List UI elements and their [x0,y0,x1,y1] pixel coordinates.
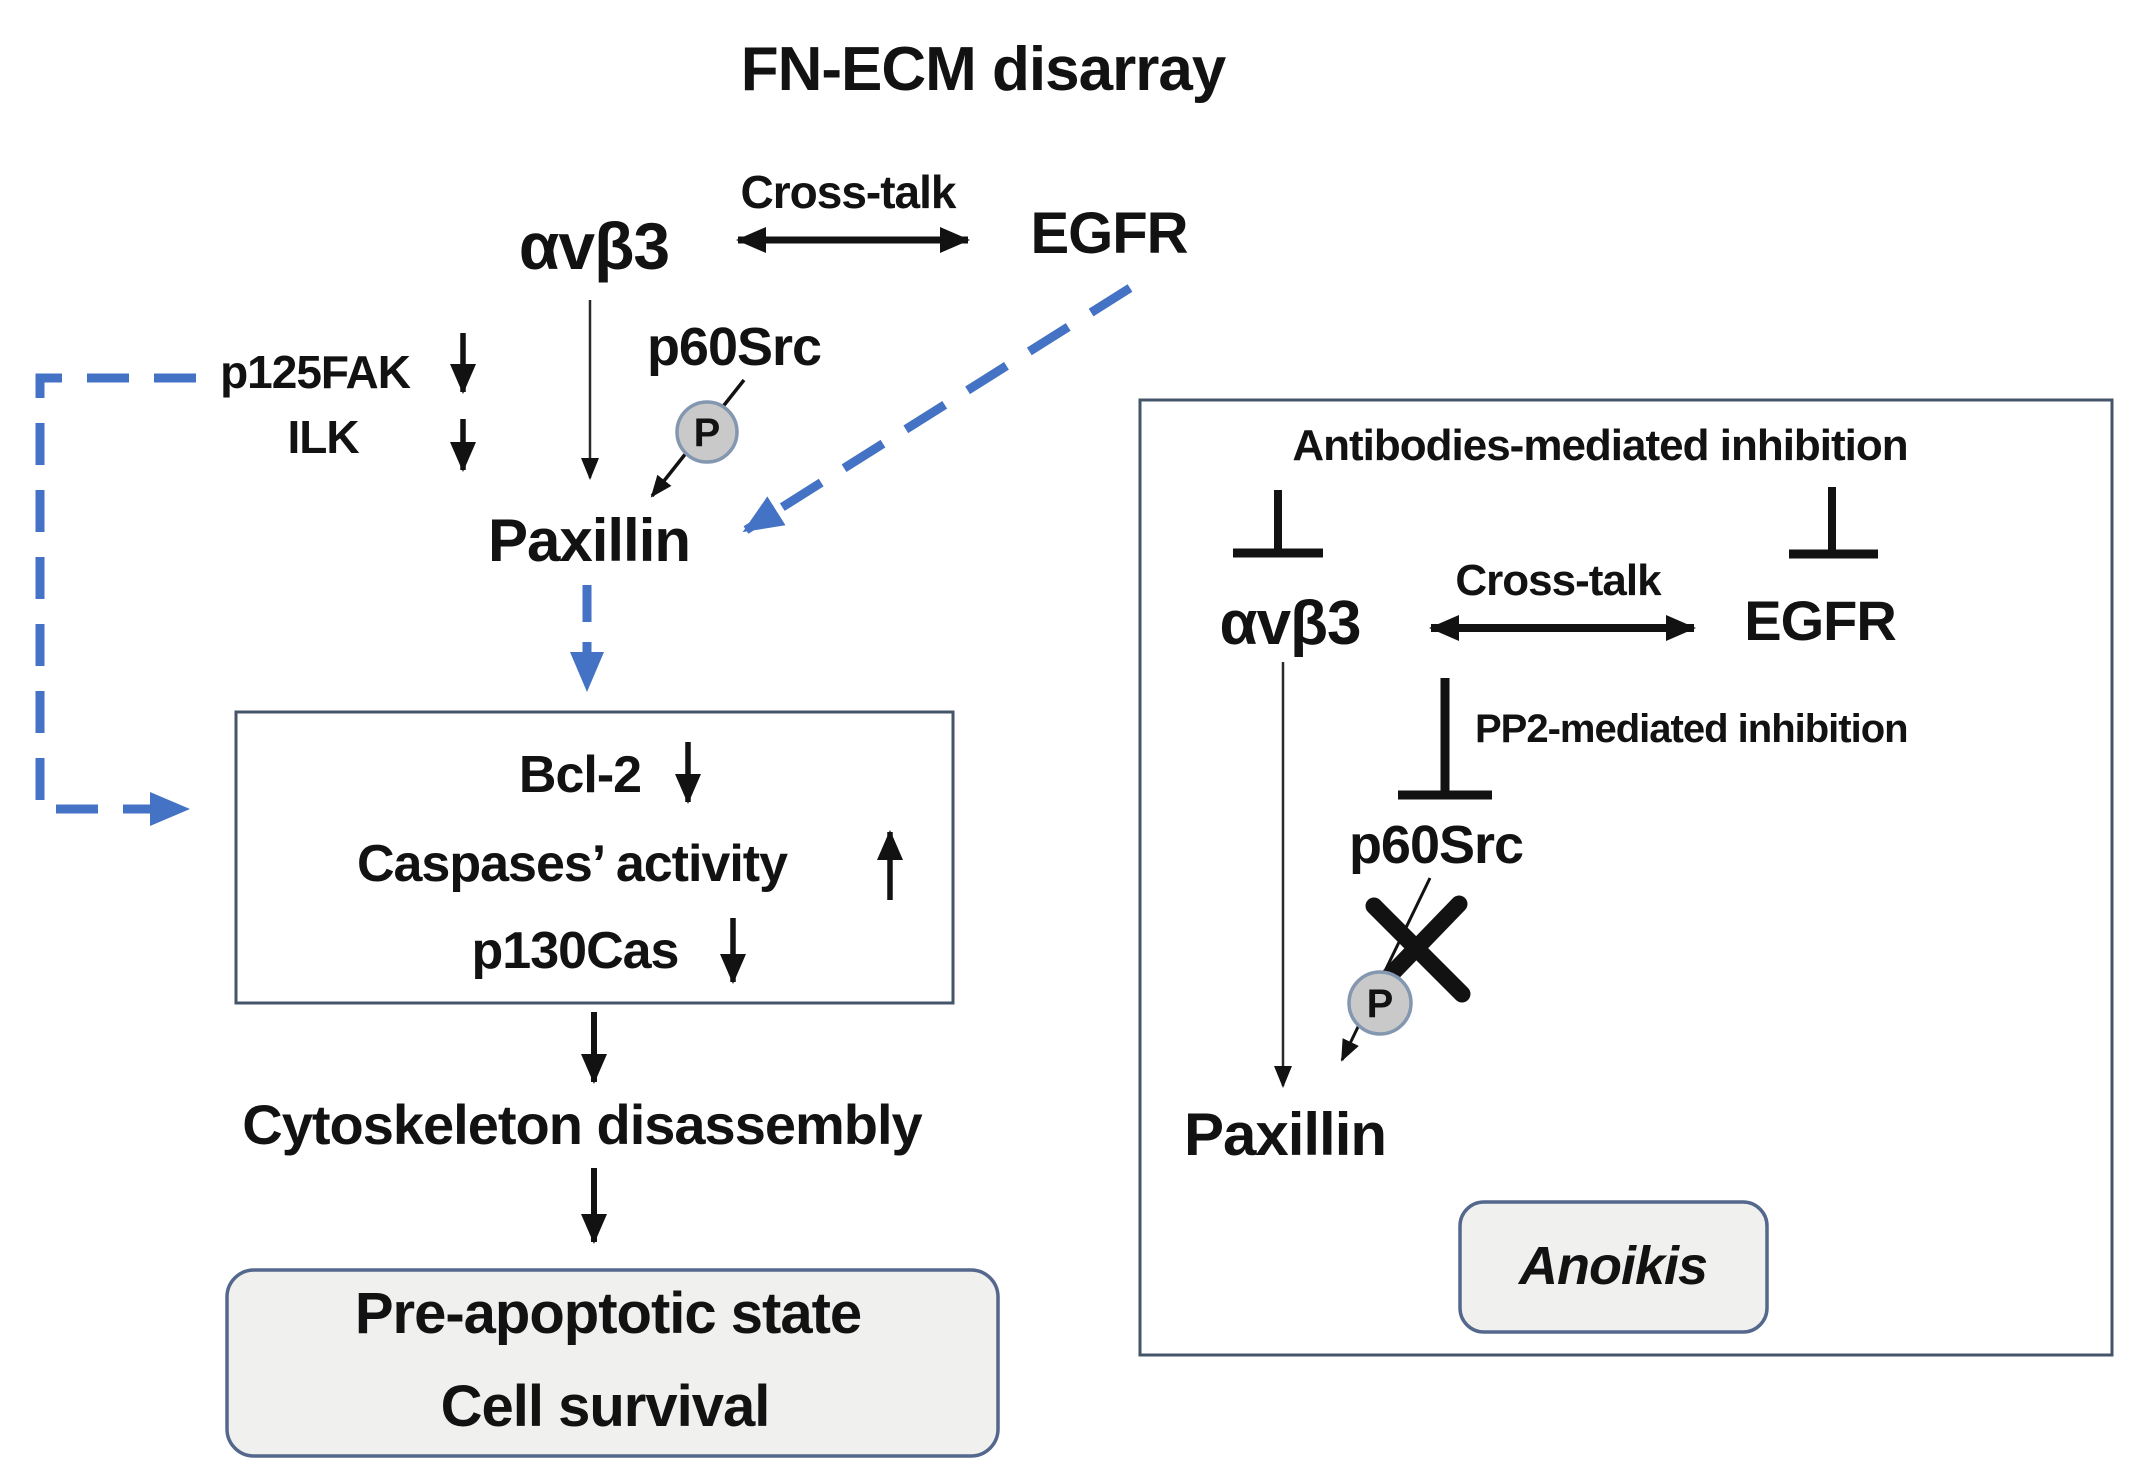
phospho-label-left: P [693,411,721,455]
crosstalk-label-right: Cross-talk [1455,556,1661,605]
right-panel-box [1138,398,2114,1357]
egfr-label-right: EGFR [1744,589,1897,652]
cytoskeleton-label: Cytoskeleton disassembly [242,1093,922,1156]
p125fak-loop-dashed-arrow [35,373,196,826]
cell-survival-label: Cell survival [440,1374,771,1439]
pre-apoptotic-state-label: Pre-apoptotic state [354,1281,862,1346]
phospho-circle-left [675,400,739,464]
p60src-label-right: p60Src [1348,815,1524,875]
paxillin-label-left: Paxillin [487,507,691,574]
outcome-box [225,1268,1000,1458]
paxillin-label-right: Paxillin [1183,1101,1387,1168]
anoikis-label: Anoikis [1518,1236,1708,1296]
effects-box [234,710,955,1005]
diagram-title: FN-ECM disarray [740,35,1227,104]
avb3-label-left: αvβ3 [518,209,670,283]
antibodies-inhibition-label: Antibodies-mediated inhibition [1292,421,1908,470]
p60src-label-left: p60Src [646,317,822,377]
anoikis-box [1458,1200,1769,1334]
egfr-label-left: EGFR [1030,201,1188,266]
pp2-inhibition-label: PP2-mediated inhibition [1475,707,1909,751]
egfr-to-paxillin-dashed-arrow [742,284,1133,534]
p130cas-label: p130Cas [471,922,680,980]
phospho-circle-right [1347,970,1413,1036]
bcl2-label: Bcl-2 [518,746,642,804]
caspases-activity-label: Caspases’ activity [356,835,788,893]
ilk-label: ILK [287,411,359,463]
p125fak-label: p125FAK [220,346,411,398]
avb3-label-right: αvβ3 [1219,589,1362,658]
phospho-label-right: P [1366,982,1394,1026]
crosstalk-label-left: Cross-talk [740,166,957,218]
